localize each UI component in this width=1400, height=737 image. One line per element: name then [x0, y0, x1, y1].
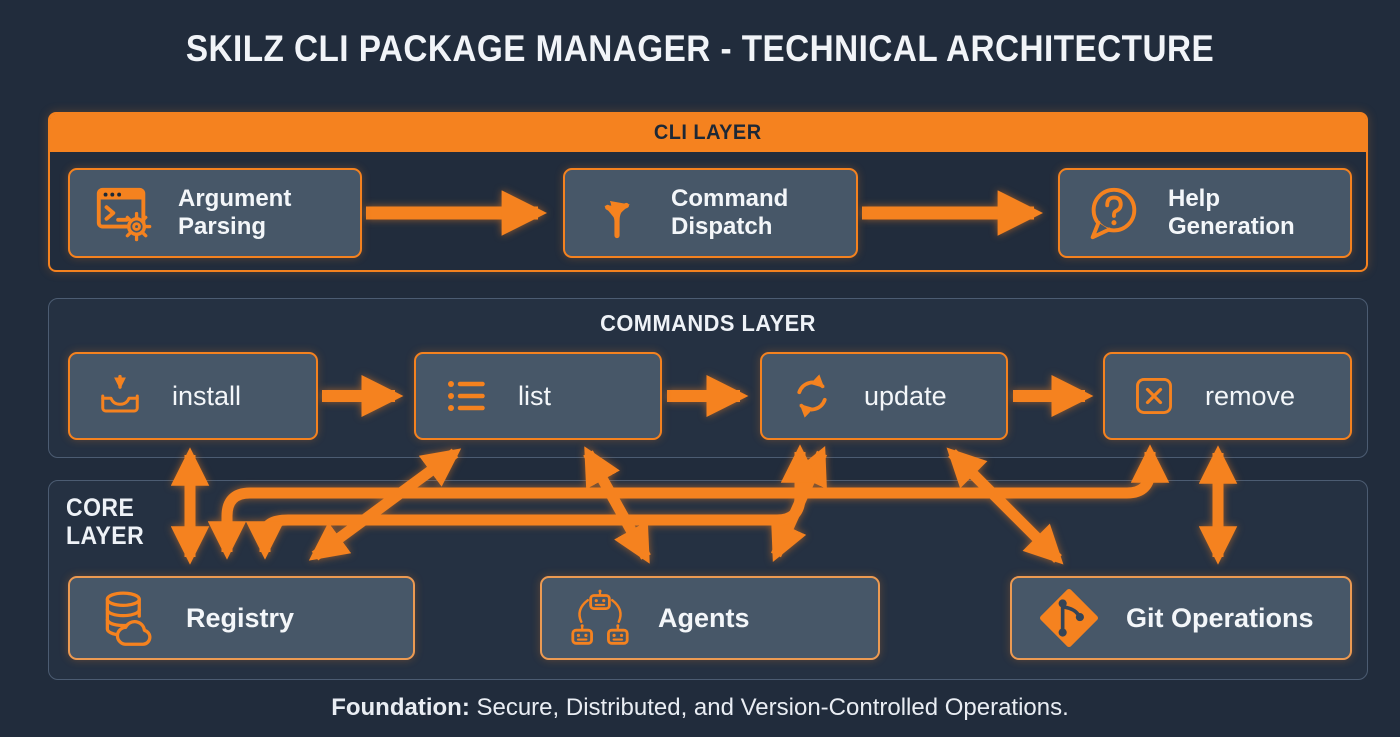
sync-arrows-icon [788, 372, 836, 420]
node-label: Registry [186, 602, 295, 633]
node-label: Agents [658, 602, 750, 633]
command-box-update: update [760, 352, 1008, 440]
x-square-icon [1131, 373, 1177, 419]
node-label: install [172, 380, 242, 411]
node-label: list [518, 380, 551, 411]
footer-lead: Foundation: [331, 694, 470, 721]
node-label: Help Generation [1168, 185, 1295, 240]
page-title: SKILZ CLI PACKAGE MANAGER - TECHNICAL AR… [185, 28, 1215, 69]
cli-box-help-generation: Help Generation [1058, 168, 1352, 258]
command-box-list: list [414, 352, 662, 440]
git-branch-icon [1040, 589, 1098, 647]
core-layer-header: CORE LAYER [66, 494, 145, 550]
cli-layer-panel: CLI LAYER [48, 112, 1368, 272]
command-box-remove: remove [1103, 352, 1352, 440]
footer-note: Foundation: Secure, Distributed, and Ver… [0, 694, 1400, 722]
terminal-gear-icon [92, 182, 154, 244]
node-label: Git Operations [1126, 602, 1314, 633]
core-box-git-operations: Git Operations [1010, 576, 1352, 660]
commands-layer-header: COMMANDS LAYER [600, 310, 816, 336]
core-box-registry: Registry [68, 576, 415, 660]
cli-layer-header: CLI LAYER [654, 121, 762, 144]
cli-box-command-dispatch: Command Dispatch [563, 168, 858, 258]
node-label: remove [1205, 380, 1296, 411]
robot-network-icon [570, 588, 630, 648]
node-label: update [864, 380, 947, 411]
core-box-agents: Agents [540, 576, 880, 660]
footer-text: Secure, Distributed, and Version-Control… [469, 694, 1069, 721]
database-cloud-icon [98, 588, 158, 648]
command-box-install: install [68, 352, 318, 440]
cli-box-argument-parsing: Argument Parsing [68, 168, 362, 258]
bullet-list-icon [442, 372, 490, 420]
node-label: Argument Parsing [178, 185, 292, 240]
cli-layer-header-bar: CLI LAYER [50, 114, 1366, 152]
question-bubble-icon [1082, 182, 1144, 244]
inbox-download-icon [96, 372, 144, 420]
branch-arrows-icon [587, 183, 647, 243]
node-label: Command Dispatch [671, 185, 789, 240]
